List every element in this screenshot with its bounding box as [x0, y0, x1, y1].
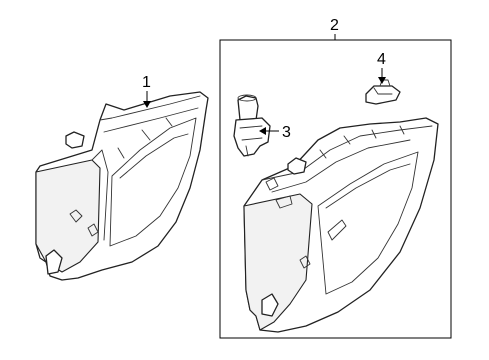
callout-1-label: 1 [142, 74, 151, 91]
callout-3-label: 3 [282, 124, 291, 141]
callout-1: 1 [142, 74, 151, 108]
callout-3-arrow [259, 127, 266, 135]
callout-4-label: 4 [377, 51, 386, 68]
part-3-damper [233, 94, 271, 157]
callout-2-label: 2 [330, 17, 339, 34]
callout-1-arrow [143, 101, 151, 108]
callout-2: 2 [330, 17, 339, 40]
callout-4-arrow [378, 77, 386, 84]
part-4-clip [365, 79, 401, 105]
callout-3: 3 [259, 124, 291, 141]
part-1-glove-box-housing [35, 91, 209, 281]
callout-4: 4 [377, 51, 386, 84]
part-2-glove-box-assembly [243, 117, 439, 333]
